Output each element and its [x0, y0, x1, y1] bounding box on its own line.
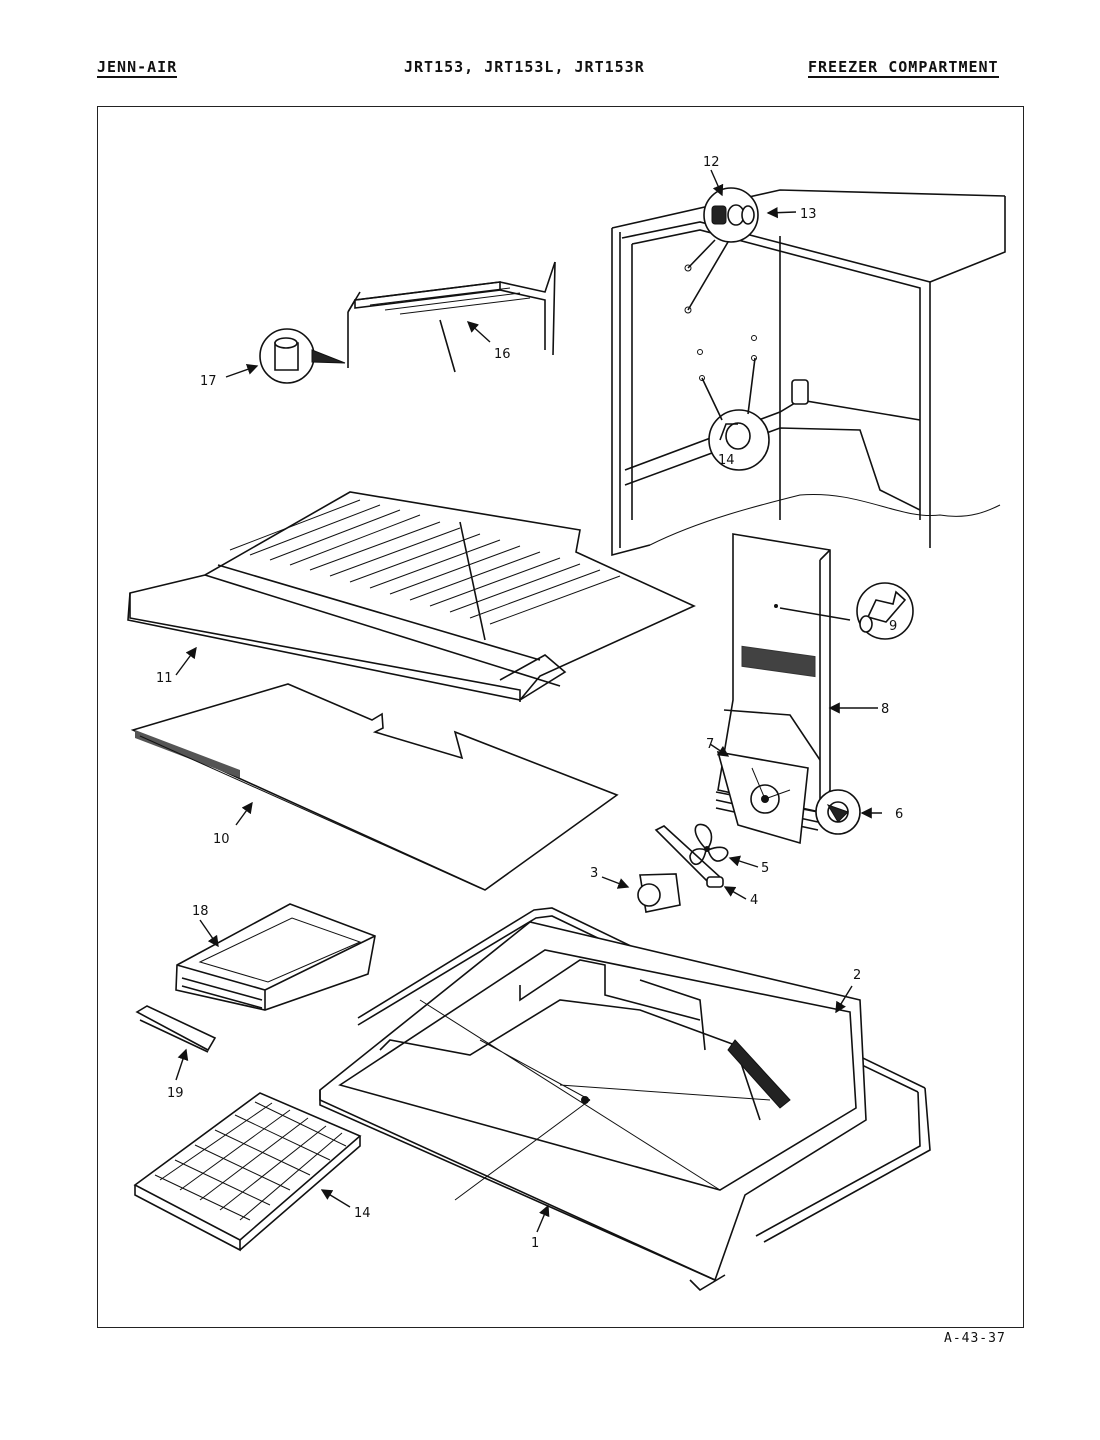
callout-13: 13 [800, 207, 817, 222]
callout-6: 6 [895, 807, 903, 822]
part-1-pan [319, 921, 867, 1292]
part-6-detail [815, 789, 861, 835]
leader-lines [175, 169, 882, 1233]
callout-7: 7 [706, 737, 714, 752]
callout-5: 5 [761, 861, 769, 876]
callout-4: 4 [750, 893, 758, 908]
part-11-shelf [127, 491, 696, 702]
part-12-13-detail [687, 187, 759, 311]
callout-11: 11 [156, 671, 173, 686]
part-10-panel [130, 683, 619, 891]
callout-1: 1 [531, 1236, 539, 1251]
part-7-bracket [716, 750, 809, 845]
callout-14-lower: 14 [354, 1206, 371, 1221]
diagram-frame [97, 106, 1024, 1328]
part-16-wire-shelf [347, 261, 556, 373]
figure-reference: A-43-37 [944, 1331, 1006, 1346]
callout-12: 12 [703, 155, 720, 170]
part-9-detail [856, 582, 914, 640]
exploded-parts-diagram: 12 13 14 16 17 11 10 8 9 7 6 5 4 3 18 19… [127, 155, 1006, 1292]
part-14-ice-tray [133, 1092, 362, 1252]
header-models: JRT153, JRT153L, JRT153R [404, 58, 645, 76]
callout-9: 9 [889, 619, 897, 634]
callout-18: 18 [192, 904, 209, 919]
callout-14-upper: 14 [718, 453, 735, 468]
callout-17: 17 [200, 374, 217, 389]
freezer-cabinet [611, 189, 1006, 557]
callout-numbers: 12 13 14 16 17 11 10 8 9 7 6 5 4 3 18 19… [156, 155, 903, 1251]
callout-10: 10 [213, 832, 230, 847]
part-5-fan [689, 823, 729, 866]
part-17-detail [259, 328, 346, 384]
callout-16: 16 [494, 347, 511, 362]
callout-3: 3 [590, 866, 598, 881]
part-14-upper-detail [701, 357, 770, 471]
callout-8: 8 [881, 702, 889, 717]
part-18-tray [175, 903, 376, 1011]
header-section: FREEZER COMPARTMENT [808, 58, 999, 78]
part-19-rail [135, 1005, 217, 1053]
part-3-4-motor [637, 825, 724, 913]
callout-19: 19 [167, 1086, 184, 1101]
callout-2: 2 [853, 968, 861, 983]
header-brand: JENN-AIR [97, 58, 178, 78]
